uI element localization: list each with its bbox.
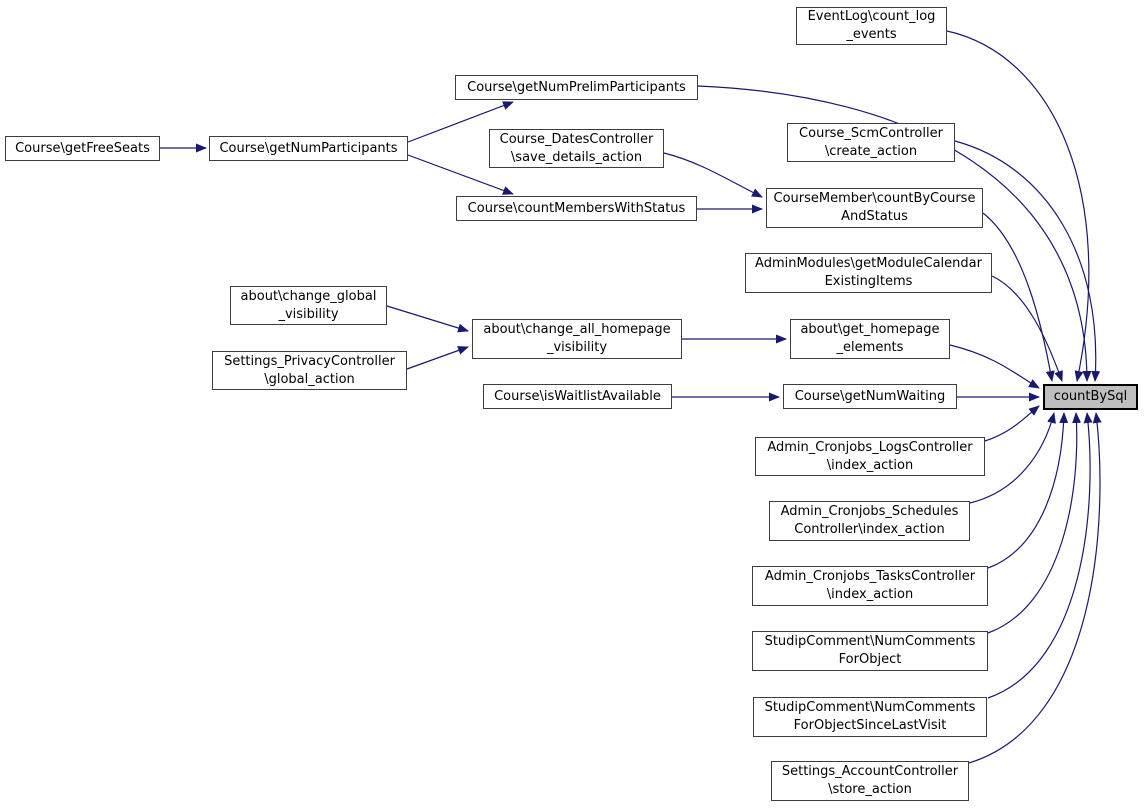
edge-storeaction-countbysql [968, 412, 1102, 764]
node-course-getnumprelimparticipants[interactable]: Course\getNumPrelimParticipants [455, 75, 698, 100]
node-course-scmcontroller-create-action[interactable]: Course_ScmController \create_action [787, 123, 955, 162]
edge-countlogevents-countbysql [946, 30, 1090, 382]
edge-schedulesindexaction-countbysql [969, 412, 1056, 504]
node-course-iswaitlistavailable[interactable]: Course\isWaitlistAvailable [483, 384, 672, 409]
edge-getnumprelimparticipants-countbysql [697, 85, 1092, 382]
node-settings-privacycontroller-global-action[interactable]: Settings_PrivacyController \global_actio… [212, 351, 407, 390]
node-studipcomment-numcommentsforobject[interactable]: StudipComment\NumComments ForObject [752, 631, 988, 671]
edge-logsindexaction-countbysql [984, 405, 1040, 442]
edge-changeglobalvisibility-changeallhomepage [386, 305, 469, 333]
edge-getmodulecalendar-countbysql [991, 275, 1063, 382]
node-about-change-all-homepage-visibility[interactable]: about\change_all_homepage _visibility [472, 319, 682, 359]
node-course-getfreeseats[interactable]: Course\getFreeSeats [5, 136, 160, 161]
edge-numcommentsforobject-countbysql [987, 412, 1082, 634]
edge-getnumparticipants-getnumprelimparticipants [407, 101, 514, 143]
edge-tasksindexaction-countbysql [987, 412, 1069, 569]
node-admin-cronjobs-schedulescontroller-index-action[interactable]: Admin_Cronjobs_Schedules Controller\inde… [769, 501, 970, 541]
edge-createaction-countbysql [954, 140, 1101, 382]
edge-globalaction-changeallhomepage [406, 346, 469, 370]
node-adminmodules-getmodulecalendarexistingitems[interactable]: AdminModules\getModuleCalendar ExistingI… [745, 253, 992, 293]
node-settings-accountcontroller-store-action[interactable]: Settings_AccountController \store_action [771, 761, 969, 801]
node-admin-cronjobs-logscontroller-index-action[interactable]: Admin_Cronjobs_LogsController \index_act… [755, 437, 985, 476]
node-course-getnumparticipants[interactable]: Course\getNumParticipants [209, 136, 408, 161]
node-course-getnumwaiting[interactable]: Course\getNumWaiting [783, 384, 957, 409]
node-eventlog-count-log-events[interactable]: EventLog\count_log _events [796, 7, 947, 45]
node-studipcomment-numcommentsforobjectsincelastvisit[interactable]: StudipComment\NumComments ForObjectSince… [753, 697, 987, 737]
edge-savedetailsaction-countbycourseandstatus [663, 152, 763, 198]
edge-getnumparticipants-countmemberswithstatus [407, 154, 514, 195]
node-about-change-global-visibility[interactable]: about\change_global _visibility [230, 286, 387, 325]
edge-countbycourseandstatus-countbysql [982, 212, 1055, 382]
node-course-countmemberswithstatus[interactable]: Course\countMembersWithStatus [456, 196, 697, 221]
node-admin-cronjobs-taskscontroller-index-action[interactable]: Admin_Cronjobs_TasksController \index_ac… [752, 566, 988, 606]
edge-numcommentssincelastvisit-countbysql [987, 412, 1093, 699]
node-coursemember-countbycourseandstatus[interactable]: CourseMember\countByCourse AndStatus [766, 188, 983, 228]
node-about-get-homepage-elements[interactable]: about\get_homepage _elements [790, 319, 950, 359]
node-countbysql-target: countBySql [1043, 384, 1138, 410]
edge-gethomepageelements-countbysql [949, 344, 1040, 389]
node-course-datescontroller-save-details-action[interactable]: Course_DatesController \save_details_act… [489, 129, 664, 168]
